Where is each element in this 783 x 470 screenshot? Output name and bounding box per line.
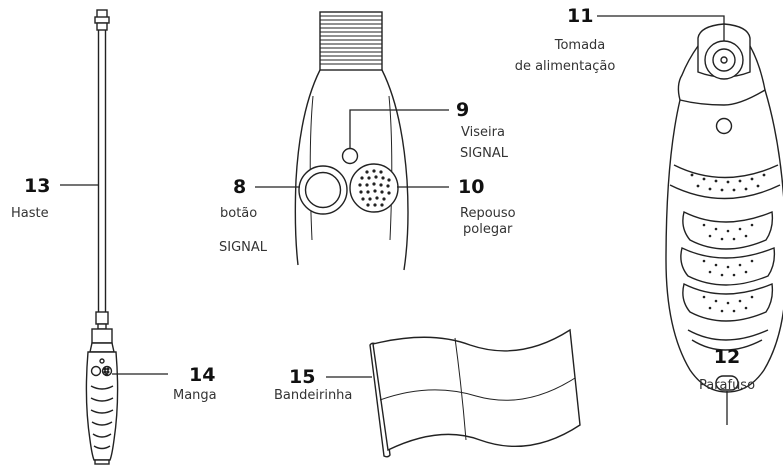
callout-label-11-line2: de alimentação: [514, 59, 616, 74]
leader-line-9: [349, 109, 449, 148]
callout-label-8-line1: botão: [220, 206, 258, 221]
callout-label-9-line1: Viseira: [461, 125, 505, 140]
callout-number-13: 13: [24, 175, 51, 197]
probe-full-illustration: [85, 9, 119, 465]
handle-top-illustration: [294, 11, 409, 271]
callout-label-9-line2: SIGNAL: [460, 146, 509, 161]
callout-number-11: 11: [567, 5, 594, 27]
callout-number-15: 15: [289, 366, 316, 388]
flag-illustration: [369, 328, 581, 458]
callout-label-15: Bandeirinha: [274, 388, 353, 403]
callout-label-10-line1: Repouso: [460, 206, 516, 221]
leader-line-11: [597, 15, 725, 41]
callout-label-10-line2: polegar: [463, 222, 513, 237]
callout-label-8-line3: SIGNAL: [219, 240, 268, 255]
callout-number-9: 9: [456, 99, 470, 121]
callout-number-12: 12: [713, 346, 741, 368]
callout-number-8: 8: [233, 176, 247, 198]
callout-label-14: Manga: [173, 388, 217, 403]
callout-number-10: 10: [458, 176, 485, 198]
leader-lines: [60, 15, 728, 425]
handle-bottom-illustration: [665, 23, 783, 393]
callout-number-14: 14: [189, 364, 216, 386]
callout-label-12: Parafuso: [698, 378, 756, 393]
callout-label-11-line1: Tomada: [554, 38, 606, 53]
callout-label-13: Haste: [11, 206, 49, 221]
